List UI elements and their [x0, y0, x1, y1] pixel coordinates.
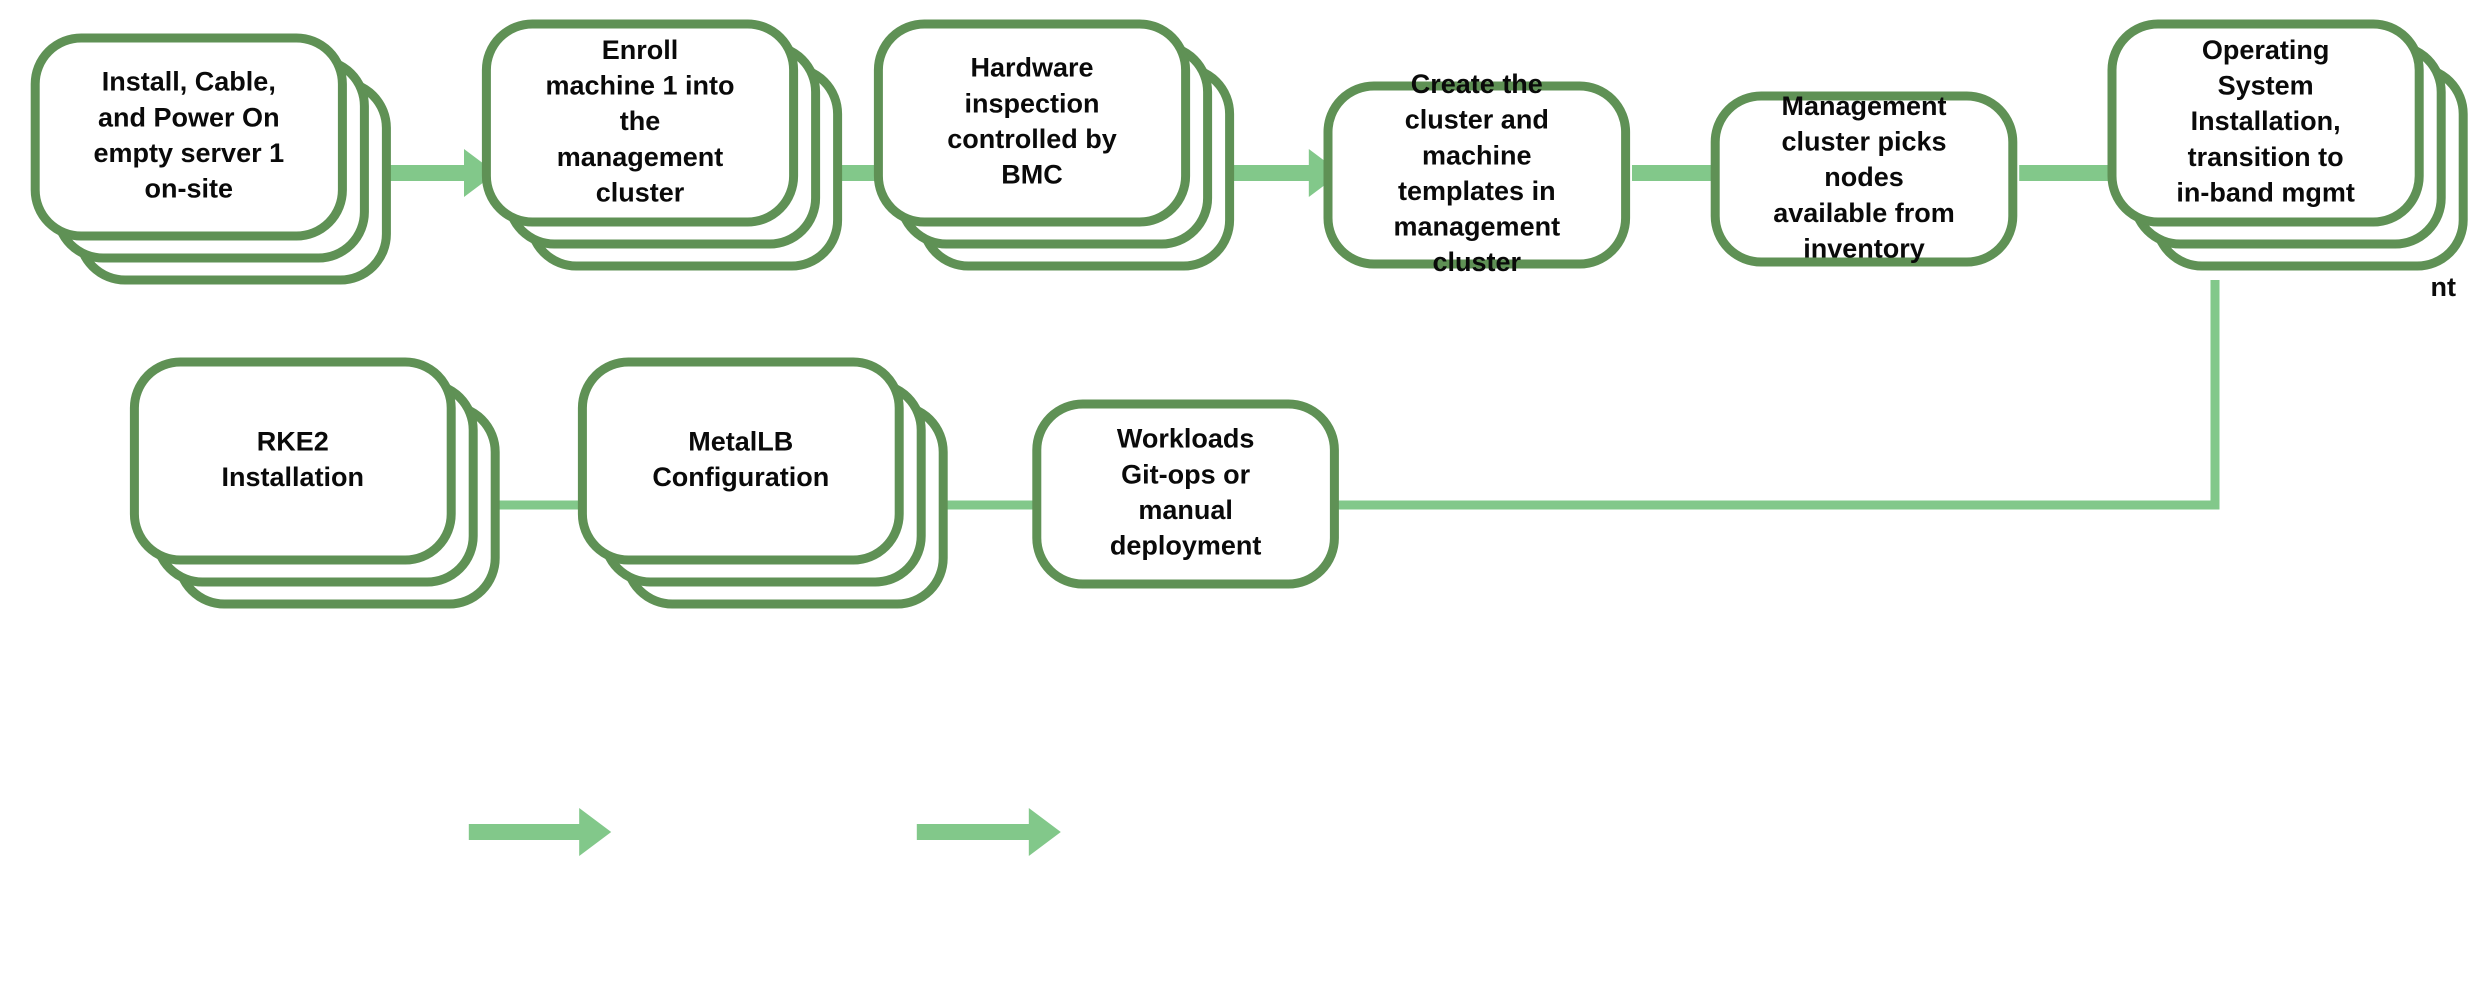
node-label-line: the: [620, 106, 661, 136]
node-create-cluster-templates[interactable]: Create the cluster and machine templates in…: [1323, 69, 1631, 277]
node-enroll-machine[interactable]: Enroll machine 1 into the management cluster: [481, 19, 843, 271]
node-label-line: System: [2218, 70, 2314, 100]
node-label-line: Management: [1781, 91, 1946, 121]
arrow-rke2-to-metallb: [468, 808, 612, 856]
node-label-line: Configuration: [652, 462, 829, 492]
node-label-line: Install, Cable,: [102, 67, 276, 97]
node-label-line: cluster and: [1405, 105, 1549, 135]
ghost-fragment: nt: [2430, 272, 2455, 302]
node-label-line: Create the: [1411, 69, 1543, 99]
node-label-line: controlled by: [947, 124, 1117, 154]
node-label-line: management: [1394, 212, 1561, 242]
node-label-line: transition to: [2188, 142, 2344, 172]
node-label-line: inspection: [964, 88, 1099, 118]
node-card[interactable]: [2107, 19, 2424, 227]
node-label-line: on-site: [145, 174, 234, 204]
node-label-line: and Power On: [98, 102, 280, 132]
arrow-metallb-to-workloads: [916, 808, 1061, 856]
node-label-line: RKE2: [257, 426, 329, 456]
node-label-line: Git-ops or: [1121, 459, 1250, 489]
node-label-line: templates in: [1398, 176, 1556, 206]
node-install-cable-power[interactable]: Install, Cable, and Power On empty server …: [30, 33, 391, 285]
node-label-line: Enroll: [602, 35, 679, 65]
node-metallb-configuration[interactable]: MetalLB Configuration: [577, 357, 948, 609]
node-label-line: management: [557, 142, 724, 172]
node-hardware-inspection[interactable]: Hardware inspection controlled by BMC: [873, 19, 1235, 271]
node-label-line: inventory: [1803, 233, 1925, 263]
node-card[interactable]: [873, 19, 1191, 227]
node-label-line: Installation,: [2191, 106, 2341, 136]
node-label-line: Installation: [222, 462, 365, 492]
node-label-line: manual: [1138, 495, 1233, 525]
nodes-layer: Install, Cable, and Power On empty server …: [30, 19, 2468, 609]
node-label-line: Operating: [2202, 35, 2330, 65]
node-card[interactable]: [481, 19, 799, 227]
node-card[interactable]: [577, 357, 904, 565]
node-label-line: cluster picks: [1781, 126, 1946, 156]
node-label-line: machine: [1422, 140, 1532, 170]
node-label-line: deployment: [1110, 531, 1262, 561]
node-label-line: MetalLB: [688, 426, 793, 456]
node-label-line: available from: [1773, 198, 1955, 228]
node-label-line: nodes: [1824, 162, 1904, 192]
node-label-line: Workloads: [1117, 424, 1255, 454]
node-label-line: cluster: [596, 177, 685, 207]
node-card[interactable]: [1323, 81, 1631, 269]
node-card[interactable]: [1710, 91, 2018, 267]
node-label-line: in-band mgmt: [2176, 177, 2354, 207]
node-label-line: empty server 1: [93, 138, 284, 168]
node-label-line: BMC: [1001, 160, 1063, 190]
node-label-line: Hardware: [970, 53, 1093, 83]
node-card[interactable]: [129, 357, 456, 565]
node-card[interactable]: [30, 33, 347, 241]
node-mgmt-picks-nodes[interactable]: Management cluster picks nodes available fr…: [1710, 91, 2018, 267]
node-card[interactable]: [1032, 399, 1339, 589]
node-label-line: cluster: [1433, 247, 1522, 277]
node-label-line: machine 1 into: [545, 70, 734, 100]
